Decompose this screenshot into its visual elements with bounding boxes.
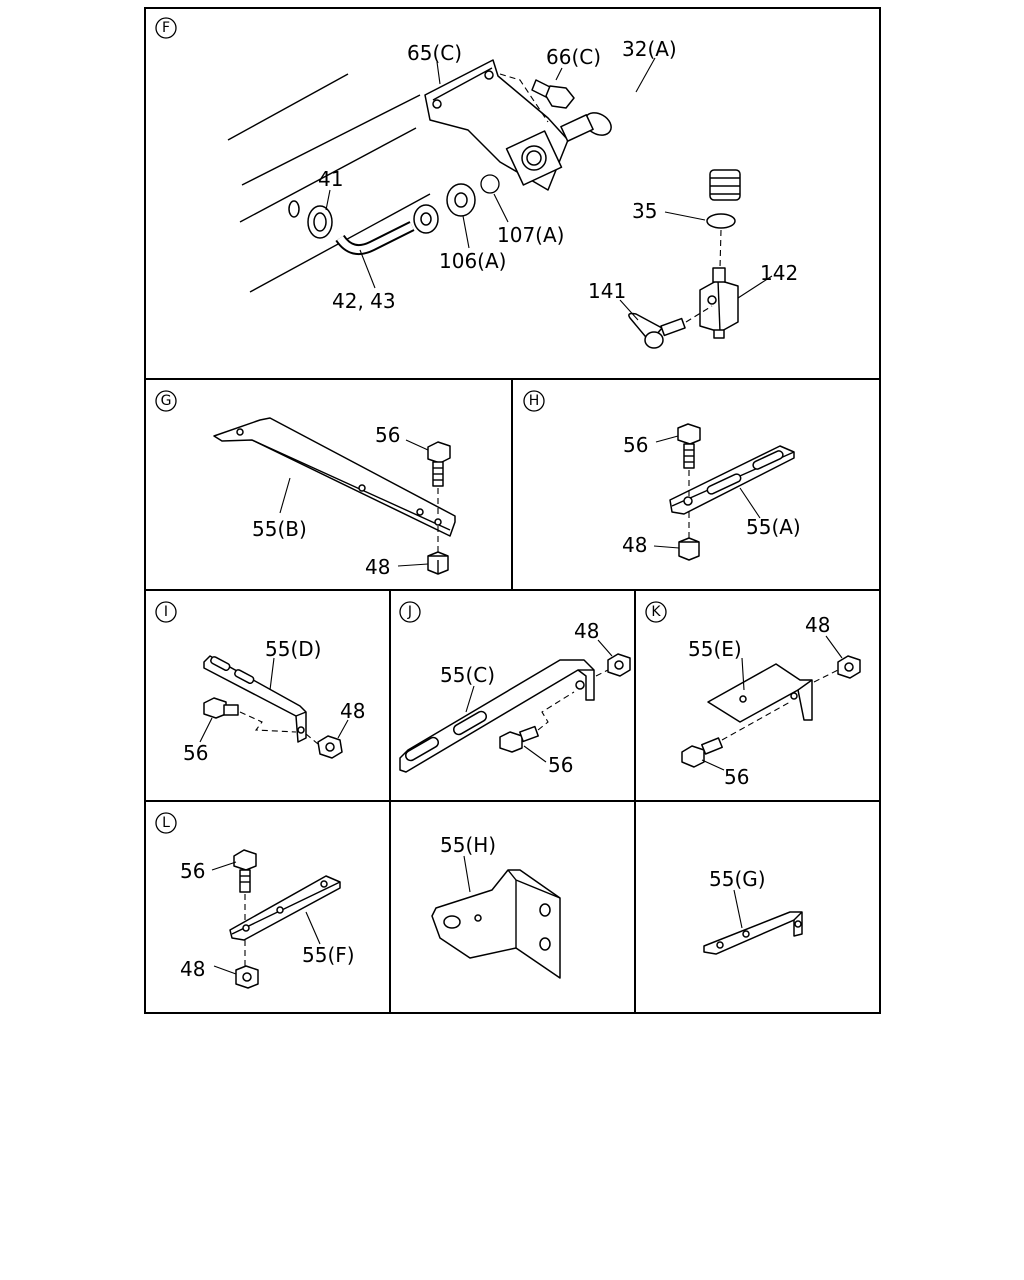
pipe-32a [560,65,741,201]
label-55e: 55(E) [688,637,742,661]
bracket-65c [424,59,569,191]
label-56: 56 [180,859,205,883]
washer-35 [706,213,736,229]
nut-48 [837,655,861,679]
label-141: 141 [588,279,626,303]
frame-rail-line [239,127,417,223]
section-marker-h [523,390,545,412]
label-55f: 55(F) [302,943,355,967]
section-55h: 55(H) [431,833,561,979]
section-55g: 55(G) [703,867,803,955]
label-48: 48 [805,613,830,637]
label-48: 48 [365,555,390,579]
label-56: 56 [724,765,749,789]
bolt-56 [427,441,451,487]
label-48: 48 [574,619,599,643]
label-107a: 107(A) [497,223,564,247]
label-56: 56 [183,741,208,765]
banjo-141 [628,312,686,349]
bolt-66c [531,79,575,109]
bolt-56 [681,737,723,768]
section-h-letter: H [529,393,540,409]
bracket-55h [431,869,561,979]
section-g: G 56 55(B) 48 [155,390,456,579]
bracket-55b [213,417,456,537]
section-k-letter: K [651,604,661,620]
bracket-55a [669,445,795,515]
bracket-55e [707,663,813,723]
bolt-56 [203,697,239,719]
nut-48 [678,537,700,561]
section-i-letter: I [164,604,168,620]
diagram-frame [144,7,881,1014]
section-marker-i [155,601,177,623]
label-48: 48 [622,533,647,557]
section-marker-j [399,601,421,623]
section-l-letter: L [162,815,170,831]
nut-48 [607,653,631,677]
label-55h: 55(H) [440,833,496,857]
bolt-56 [677,423,701,469]
label-65c: 65(C) [407,41,462,65]
section-marker-k [645,601,667,623]
section-j-letter: J [407,604,412,620]
bracket-55d [203,655,307,743]
section-f-letter: F [162,20,170,36]
section-j: J 48 55(C) 56 [399,601,631,777]
section-l: L 56 48 55(F) [155,812,355,989]
bracket-55f [229,875,341,941]
label-55c: 55(C) [440,663,495,687]
bolt-56 [499,725,539,753]
label-48: 48 [340,699,365,723]
bolt-56 [233,849,257,893]
label-32a: 32(A) [622,37,677,61]
label-42-43: 42, 43 [332,289,396,313]
frame-rail-line [241,94,421,186]
nut-48 [235,965,259,989]
nut-48 [427,551,449,575]
label-106a: 106(A) [439,249,506,273]
label-55a: 55(A) [746,515,801,539]
label-66c: 66(C) [546,45,601,69]
clip-ring [288,200,300,218]
label-55g: 55(G) [709,867,766,891]
section-k: K 55(E) 48 56 [645,601,861,789]
label-35: 35 [632,199,657,223]
section-marker-l [155,812,177,834]
label-56: 56 [548,753,573,777]
section-marker-f [155,17,177,39]
washer-107a [480,174,500,194]
bracket-55g [703,911,803,955]
section-g-letter: G [161,393,172,409]
label-56: 56 [375,423,400,447]
label-41: 41 [318,167,343,191]
label-48: 48 [180,957,205,981]
pipe-42-43 [337,222,414,254]
section-i: I 55(D) 48 56 [155,601,365,765]
nut-48 [317,735,343,759]
section-marker-g [155,390,177,412]
bracket-55c [399,659,595,773]
frame-rail-line [227,73,349,141]
section-h: H 56 55(A) 48 [523,390,801,561]
section-f: F [155,17,798,349]
label-56: 56 [623,433,648,457]
block-142 [699,267,739,339]
label-55b: 55(B) [252,517,307,541]
label-55d: 55(D) [265,637,321,661]
label-142: 142 [760,261,798,285]
